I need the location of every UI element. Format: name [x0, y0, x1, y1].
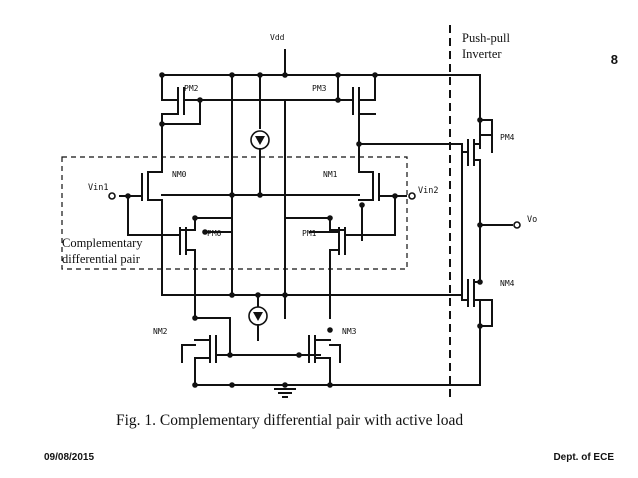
block-label-diff-pair-line1: Complementary: [62, 236, 143, 250]
nm4-label: NM4: [500, 279, 515, 288]
vin1-label: Vin1: [88, 183, 108, 193]
nm0-label: NM0: [172, 170, 187, 179]
nm1-transistor: [161, 171, 416, 201]
pm4-transistor: [461, 74, 493, 226]
nm3-label: NM3: [342, 327, 357, 336]
differential-pair-box: [61, 156, 408, 270]
nm1-label: NM1: [323, 170, 338, 179]
pm1-label: PM1: [302, 229, 317, 238]
output-node: [477, 221, 521, 229]
footer-date: 09/08/2015: [44, 452, 95, 463]
vin2-label: Vin2: [418, 186, 438, 196]
lower-bias-net: [161, 217, 463, 319]
block-label-inverter-line1: Push-pull: [462, 31, 510, 45]
block-label-inverter-line2: Inverter: [462, 47, 502, 61]
ground-rail: [192, 382, 481, 398]
vo-label: Vo: [527, 215, 537, 225]
nm0-transistor: [108, 171, 163, 296]
block-label-diff-pair-line2: differential pair: [62, 252, 141, 266]
pm0-label: PM0: [207, 229, 222, 238]
pm1-transistor: [284, 194, 396, 319]
first-stage-output-net: [358, 143, 463, 301]
nm3-transistor: [296, 327, 341, 386]
footer-department: Dept. of ECE: [553, 452, 614, 463]
nm2-label: NM2: [153, 327, 168, 336]
top-current-source: [229, 74, 286, 291]
nm4-transistor: [461, 224, 493, 386]
nm2-transistor: [181, 315, 321, 386]
vdd-label: Vdd: [270, 33, 285, 42]
figure-caption: Fig. 1. Complementary differential pair …: [116, 412, 463, 429]
pm4-label: PM4: [500, 133, 515, 142]
vdd-rail: [159, 49, 481, 78]
bottom-current-source: [248, 292, 268, 341]
page-number: 8: [610, 52, 618, 67]
pm2-label: PM2: [184, 84, 199, 93]
pm3-label: PM3: [312, 84, 327, 93]
pm0-transistor: [127, 195, 233, 319]
